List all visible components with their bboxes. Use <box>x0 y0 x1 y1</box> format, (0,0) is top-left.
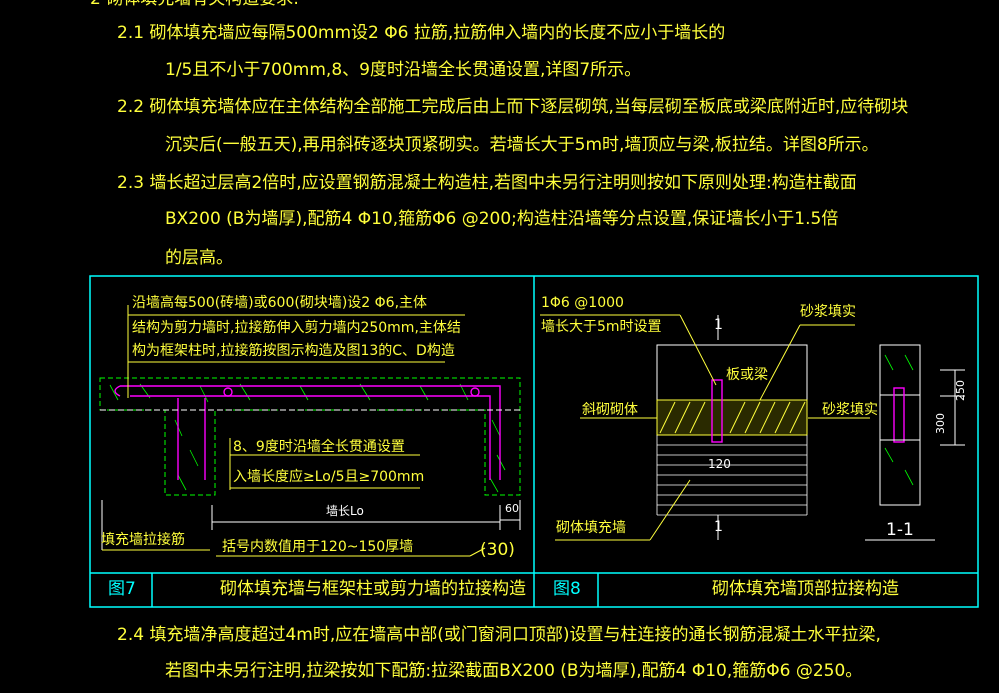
fig8-section-hatch <box>884 354 914 486</box>
fig8-note-1: 1Φ6 @1000 <box>541 295 624 311</box>
para-2-4-line2: 若图中未另行注明,拉梁按如下配筋:拉梁截面BX200 (B为墙厚),配筋4 Φ1… <box>165 661 863 681</box>
fig8-inclined-hatch <box>659 401 806 434</box>
fig8-section-wall <box>879 439 921 506</box>
fig8-rebar <box>711 379 723 443</box>
fig8-section-rebar <box>893 387 905 443</box>
fig8-masonry-courses <box>656 435 808 516</box>
fig7-drawing <box>99 305 521 557</box>
para-2-1-line2: 1/5且不小于700mm,8、9度时沿墙全长贯通设置,详图7所示。 <box>165 60 642 80</box>
fig7-caption-number: 图7 <box>108 579 136 599</box>
fig8-section-mark-bottom: 1 <box>714 519 723 535</box>
fig7-concrete-wall <box>99 377 521 496</box>
fig7-note-4: 8、9度时沿墙全长贯通设置 <box>233 439 405 455</box>
para-2-2-line2: 沉实后(一般五天),再用斜砖逐块顶紧砌实。若墙长大于5m时,墙顶应与梁,板拉结。… <box>165 135 879 155</box>
fig7-dim-length: 墙长Lo <box>326 504 364 518</box>
fig7-label-30: (30) <box>480 540 515 560</box>
fig7-leaders <box>101 305 521 557</box>
fig7-dim-60: 60 <box>505 502 519 515</box>
fig8-dim-250: 250 <box>954 380 967 401</box>
fig8-section-dims <box>865 369 965 541</box>
fig8-dim-300: 300 <box>934 413 947 434</box>
para-2-3-line1: 2.3 墙长超过层高2倍时,应设置钢筋混凝土构造柱,若图中未另行注明则按如下原则… <box>117 173 857 193</box>
fig8-caption: 砌体填充墙顶部拉接构造 <box>712 579 899 599</box>
fig8-caption-number: 图8 <box>553 579 581 599</box>
fig8-section-mark-top: 1 <box>714 317 723 333</box>
fig7-note-1: 沿墙高每500(砖墙)或600(砌块墙)设2 Φ6,主体 <box>132 295 428 311</box>
fig8-leaders <box>540 314 870 541</box>
fig7-note-3: 构为框架柱时,拉接筋按图示构造及图13的C、D构造 <box>132 343 455 359</box>
fig7-rebar <box>114 385 501 480</box>
para-2-4-line1: 2.4 填充墙净高度超过4m时,应在墙高中部(或门窗洞口顶部)设置与柱连接的通长… <box>117 625 881 645</box>
fig8-label-inclined: 斜砌砌体 <box>582 402 638 418</box>
para-2-2-line1: 2.2 砌体填充墙体应在主体结构全部施工完成后由上而下逐层砌筑,当每层砌至板底或… <box>117 97 909 117</box>
para-2-1-line1: 2.1 砌体填充墙应每隔500mm设2 Φ6 拉筋,拉筋伸入墙内的长度不应小于墙… <box>117 23 726 43</box>
fig8-note-2: 墙长大于5m时设置 <box>541 319 662 335</box>
fig7-note-5: 入墙长度应≥Lo/5且≥700mm <box>233 469 425 485</box>
para-2-3-line2: BX200 (B为墙厚),配筋4 Φ10,箍筋Φ6 @200;构造柱沿墙等分点设… <box>165 209 839 229</box>
fig8-section-mortar <box>879 394 921 441</box>
fig7-label-tie: 填充墙拉接筋 <box>101 532 185 548</box>
fig8-label-mortar: 砂浆填实 <box>800 304 856 320</box>
para-heading: 2 砌体填充墙有关构造要求: <box>90 0 299 8</box>
fig7-note-2: 结构为剪力墙时,拉接筋伸入剪力墙内250mm,主体结 <box>132 320 461 336</box>
fig7-caption: 砌体填充墙与框架柱或剪力墙的拉接构造 <box>220 579 526 599</box>
fig8-drawing <box>540 314 965 541</box>
para-2-3-line3: 的层高。 <box>165 248 233 268</box>
fig8-label-wall: 砌体填充墙 <box>556 520 626 536</box>
fig8-label-mortar-2: 砂浆填实 <box>822 402 878 418</box>
fig8-section-title: 1-1 <box>886 520 914 540</box>
fig7-label-bracket-note: 括号内数值用于120~150厚墙 <box>222 539 414 555</box>
fig8-label-120: 120 <box>708 457 731 471</box>
fig8-label-slab: 板或梁 <box>726 367 768 383</box>
